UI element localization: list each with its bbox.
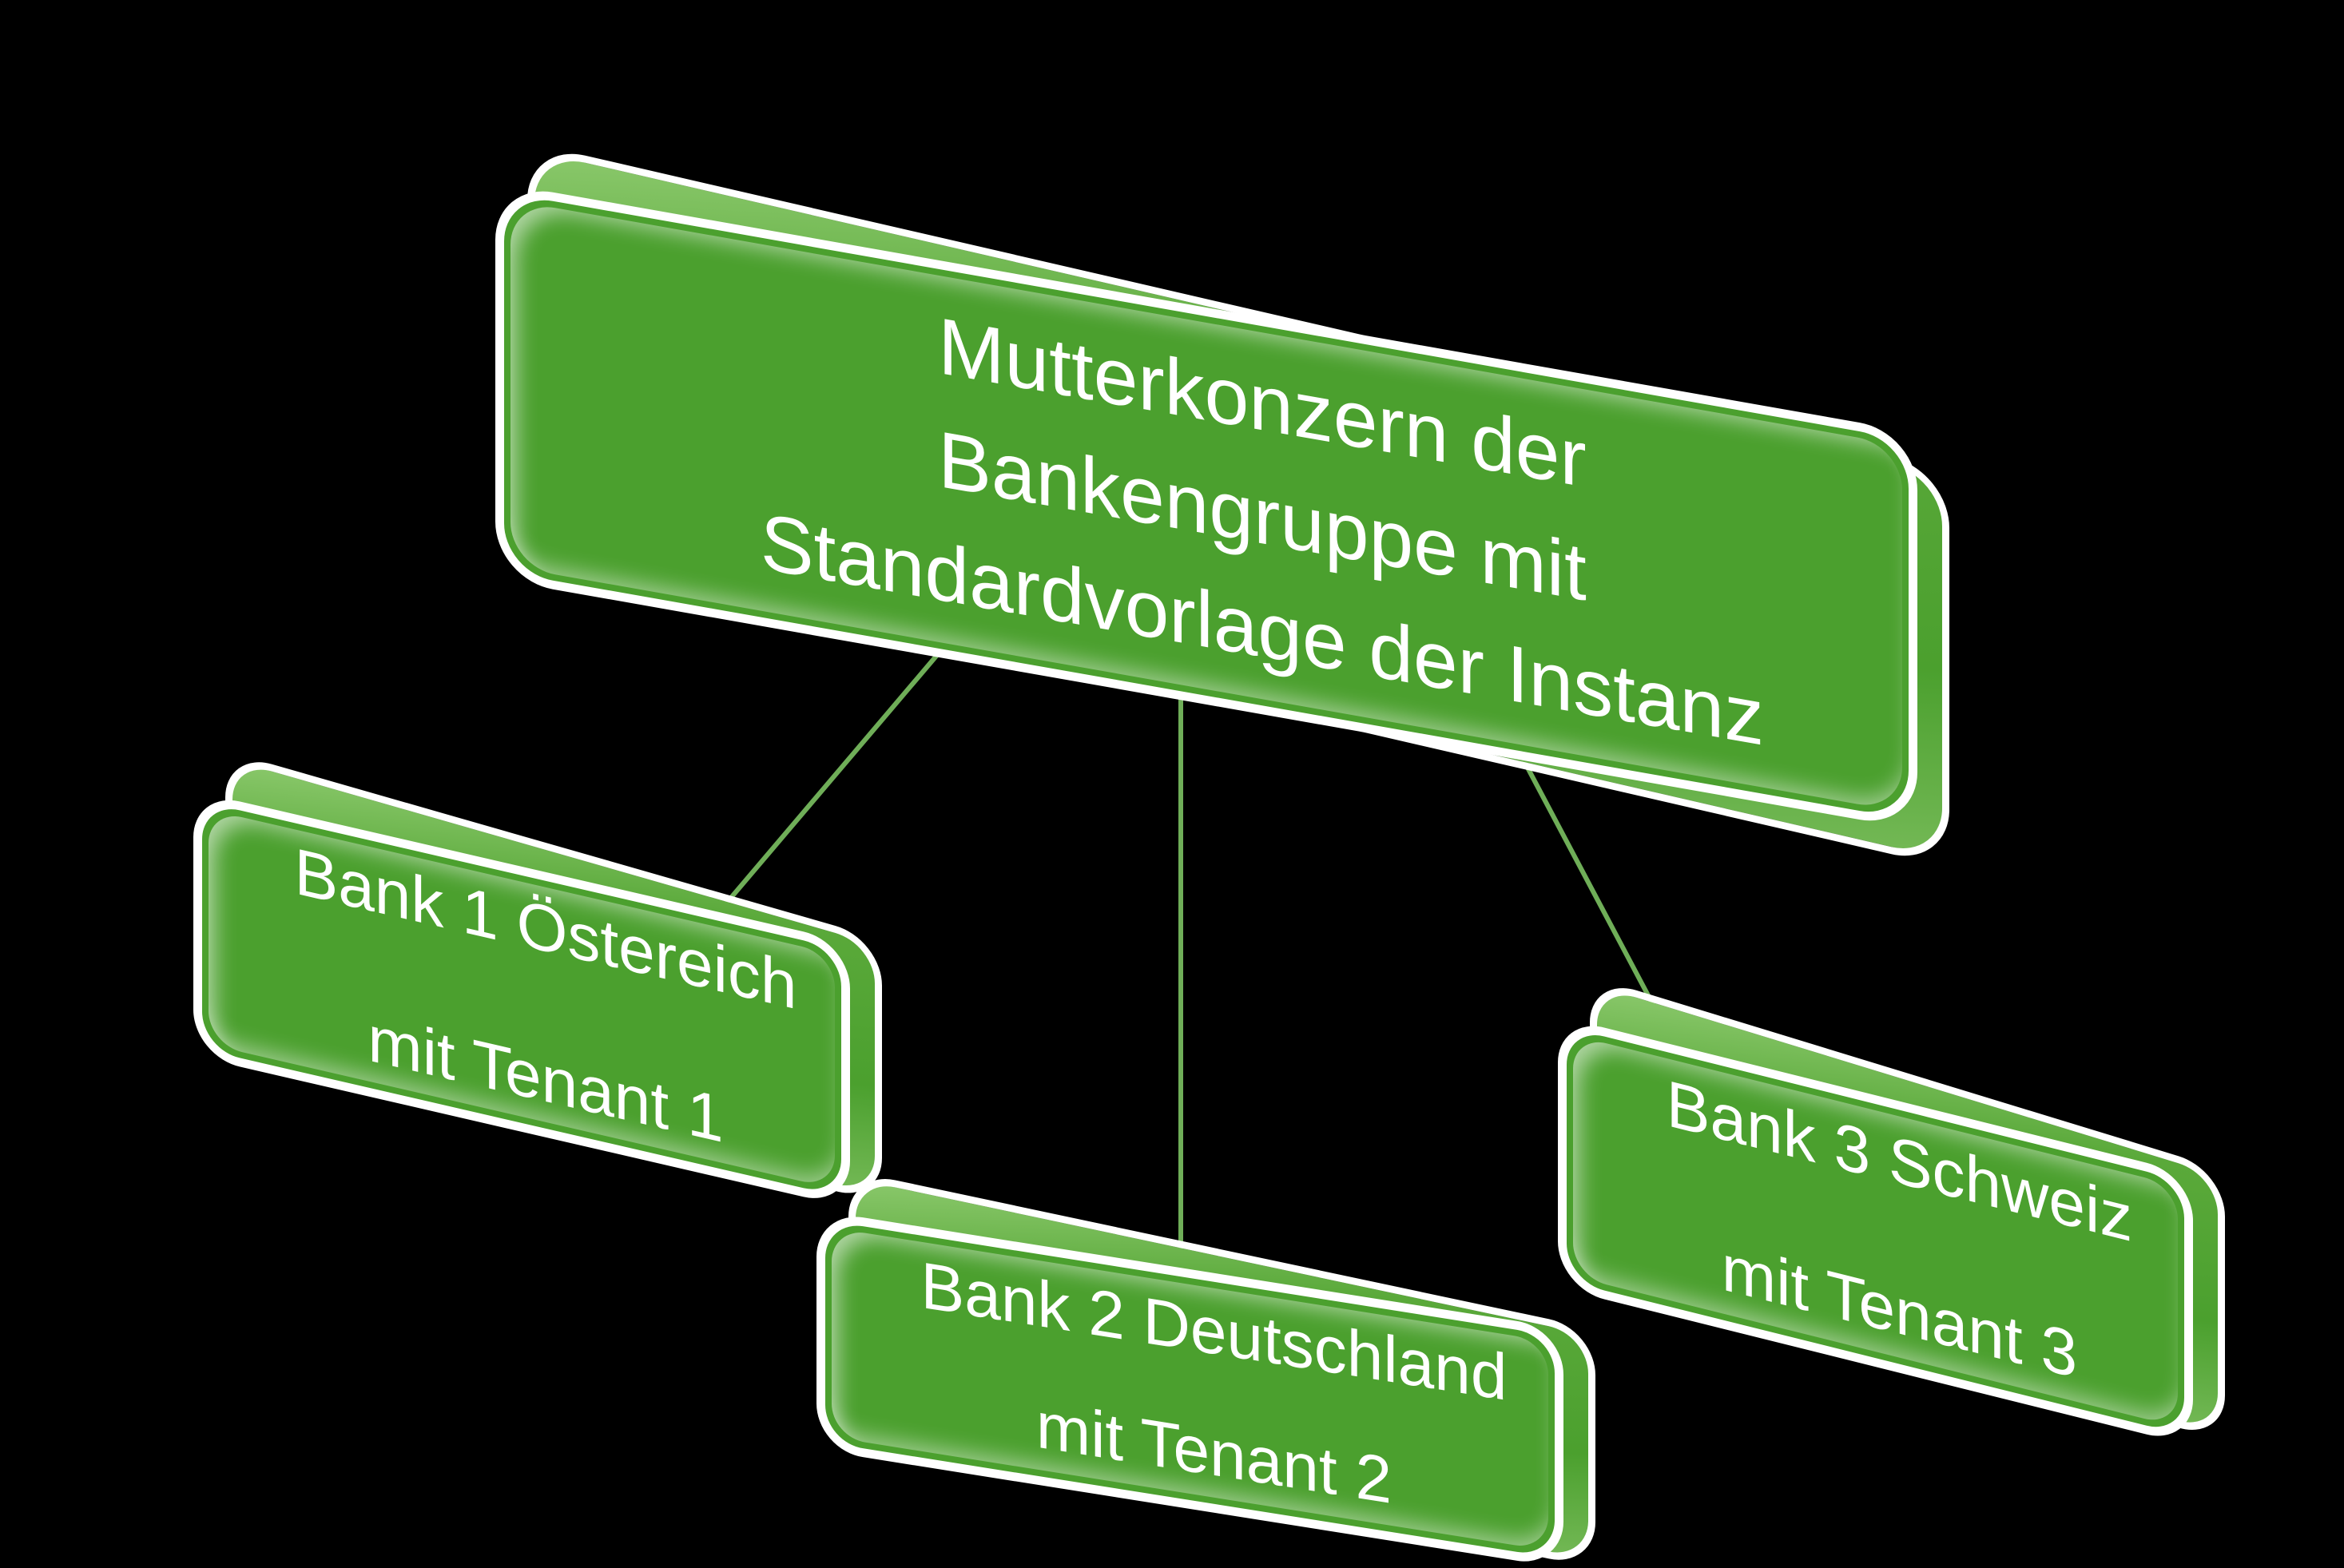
node-bank3[interactable]: Bank 3 Schweiz mit Tenant 3 bbox=[1558, 976, 2225, 1447]
connector-root-bank1 bbox=[701, 637, 953, 932]
node-mutterkonzern[interactable]: Mutterkonzern der Bankengruppe mit Stand… bbox=[495, 142, 1949, 867]
node-bank1[interactable]: Bank 1 Östereich mit Tenant 1 bbox=[193, 751, 882, 1208]
node-bank2[interactable]: Bank 2 Deutschland mit Tenant 2 bbox=[816, 1170, 1595, 1568]
node-label-line: Bank 2 Deutschland bbox=[920, 1248, 1508, 1415]
